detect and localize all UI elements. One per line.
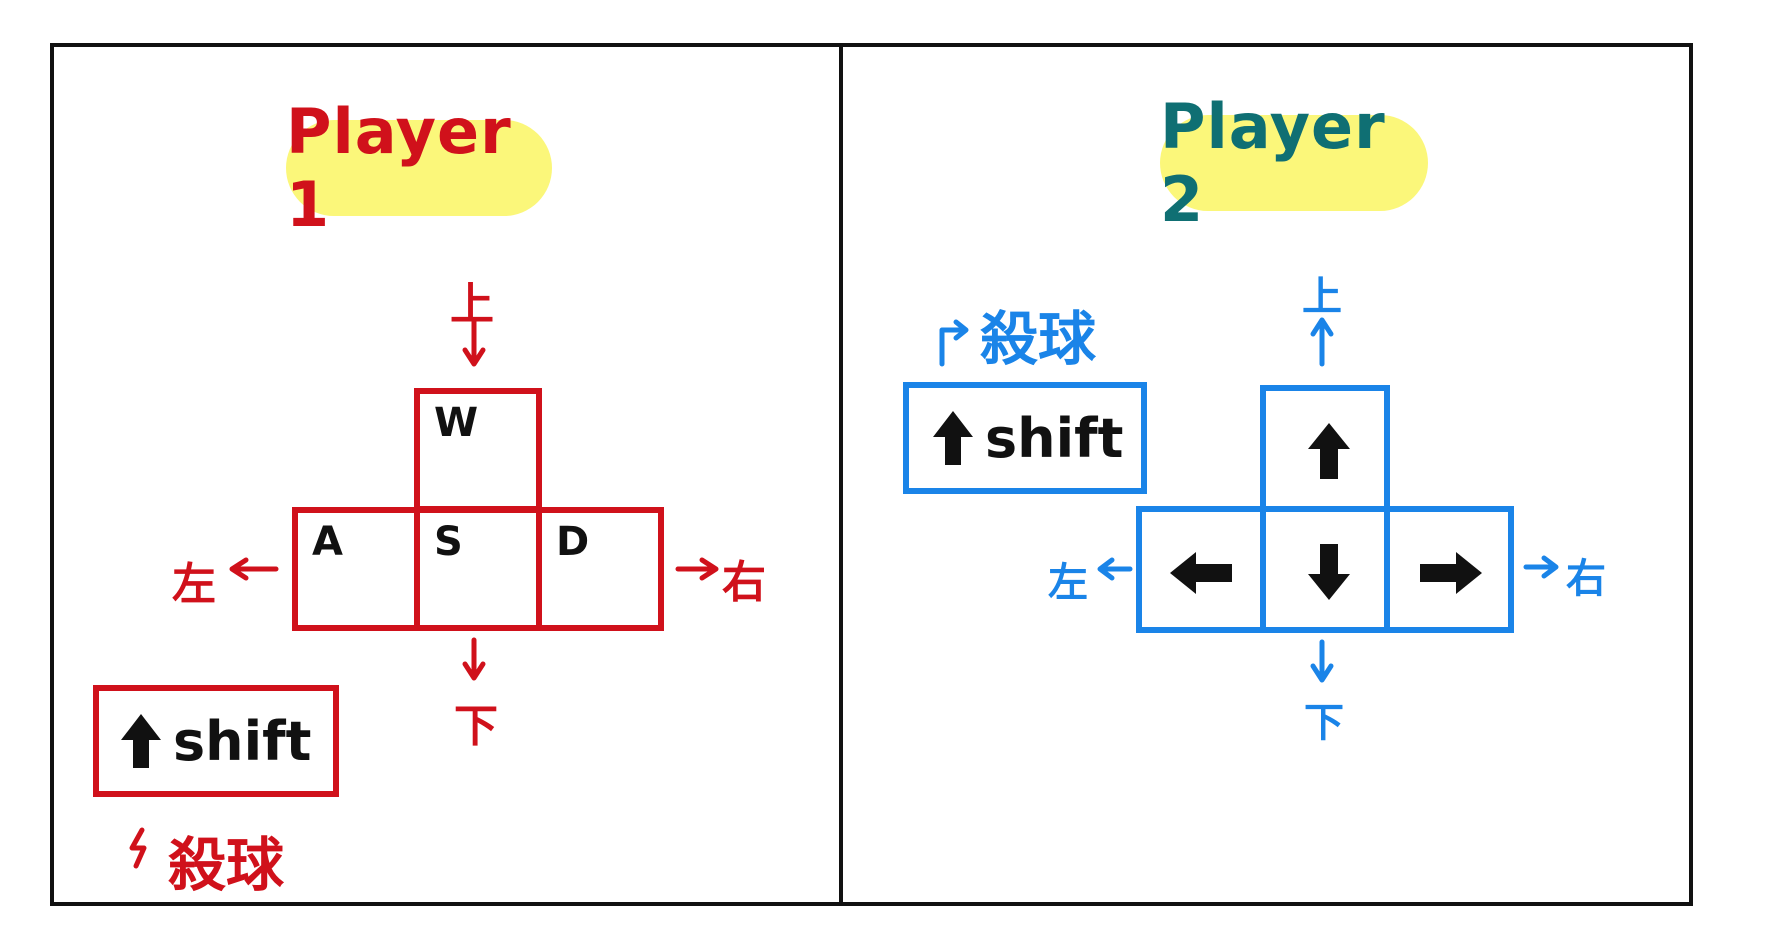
- panel-divider: [839, 43, 843, 906]
- key-w: W: [414, 388, 542, 512]
- player1-up-arrow-icon: [462, 317, 486, 367]
- key-d: D: [536, 507, 664, 631]
- player1-title: Player 1: [286, 95, 552, 241]
- player2-left-arrow-icon: [1097, 557, 1133, 581]
- player2-shift-label: shift: [985, 406, 1124, 470]
- player2-title: Player 2: [1160, 90, 1428, 236]
- up-arrow-icon: [121, 714, 161, 768]
- key-a-letter: A: [312, 519, 343, 565]
- player2-up-arrow-icon: [1310, 317, 1334, 367]
- player2-down-label: 下: [1304, 700, 1344, 746]
- player2-right-label: 右: [1566, 556, 1606, 602]
- player2-down-arrow-icon: [1310, 639, 1334, 683]
- key-w-letter: W: [434, 400, 479, 446]
- player1-right-label: 右: [722, 557, 766, 608]
- key-arrow-down: [1260, 506, 1390, 633]
- player2-shift-key: shift: [903, 382, 1147, 494]
- key-arrow-up: [1260, 385, 1390, 512]
- key-a: A: [292, 507, 420, 631]
- player1-right-arrow-icon: [675, 557, 719, 581]
- player1-left-label: 左: [172, 559, 216, 610]
- player1-smash-arrow-icon: [129, 827, 147, 869]
- up-arrow-icon: [933, 411, 973, 465]
- down-arrow-icon: [1308, 544, 1350, 600]
- outer-frame: [50, 43, 1693, 906]
- player1-smash-label: 殺球: [168, 831, 285, 899]
- key-arrow-left: [1136, 506, 1266, 633]
- player2-smash-label: 殺球: [980, 305, 1097, 373]
- player1-left-arrow-icon: [229, 557, 279, 581]
- player2-up-label: 上: [1302, 274, 1342, 320]
- key-arrow-right: [1384, 506, 1514, 633]
- player1-shift-key: shift: [93, 685, 339, 797]
- right-arrow-icon: [1420, 552, 1482, 594]
- key-s: S: [414, 507, 542, 631]
- player1-down-arrow-icon: [462, 637, 486, 681]
- player2-right-arrow-icon: [1523, 555, 1559, 579]
- player1-down-label: 下: [454, 701, 498, 752]
- key-d-letter: D: [556, 519, 590, 565]
- left-arrow-icon: [1170, 552, 1232, 594]
- up-arrow-icon: [1308, 423, 1350, 479]
- key-s-letter: S: [434, 519, 463, 565]
- player2-left-label: 左: [1048, 560, 1088, 606]
- player2-smash-arrow-icon: [939, 319, 969, 367]
- player1-shift-label: shift: [173, 709, 312, 773]
